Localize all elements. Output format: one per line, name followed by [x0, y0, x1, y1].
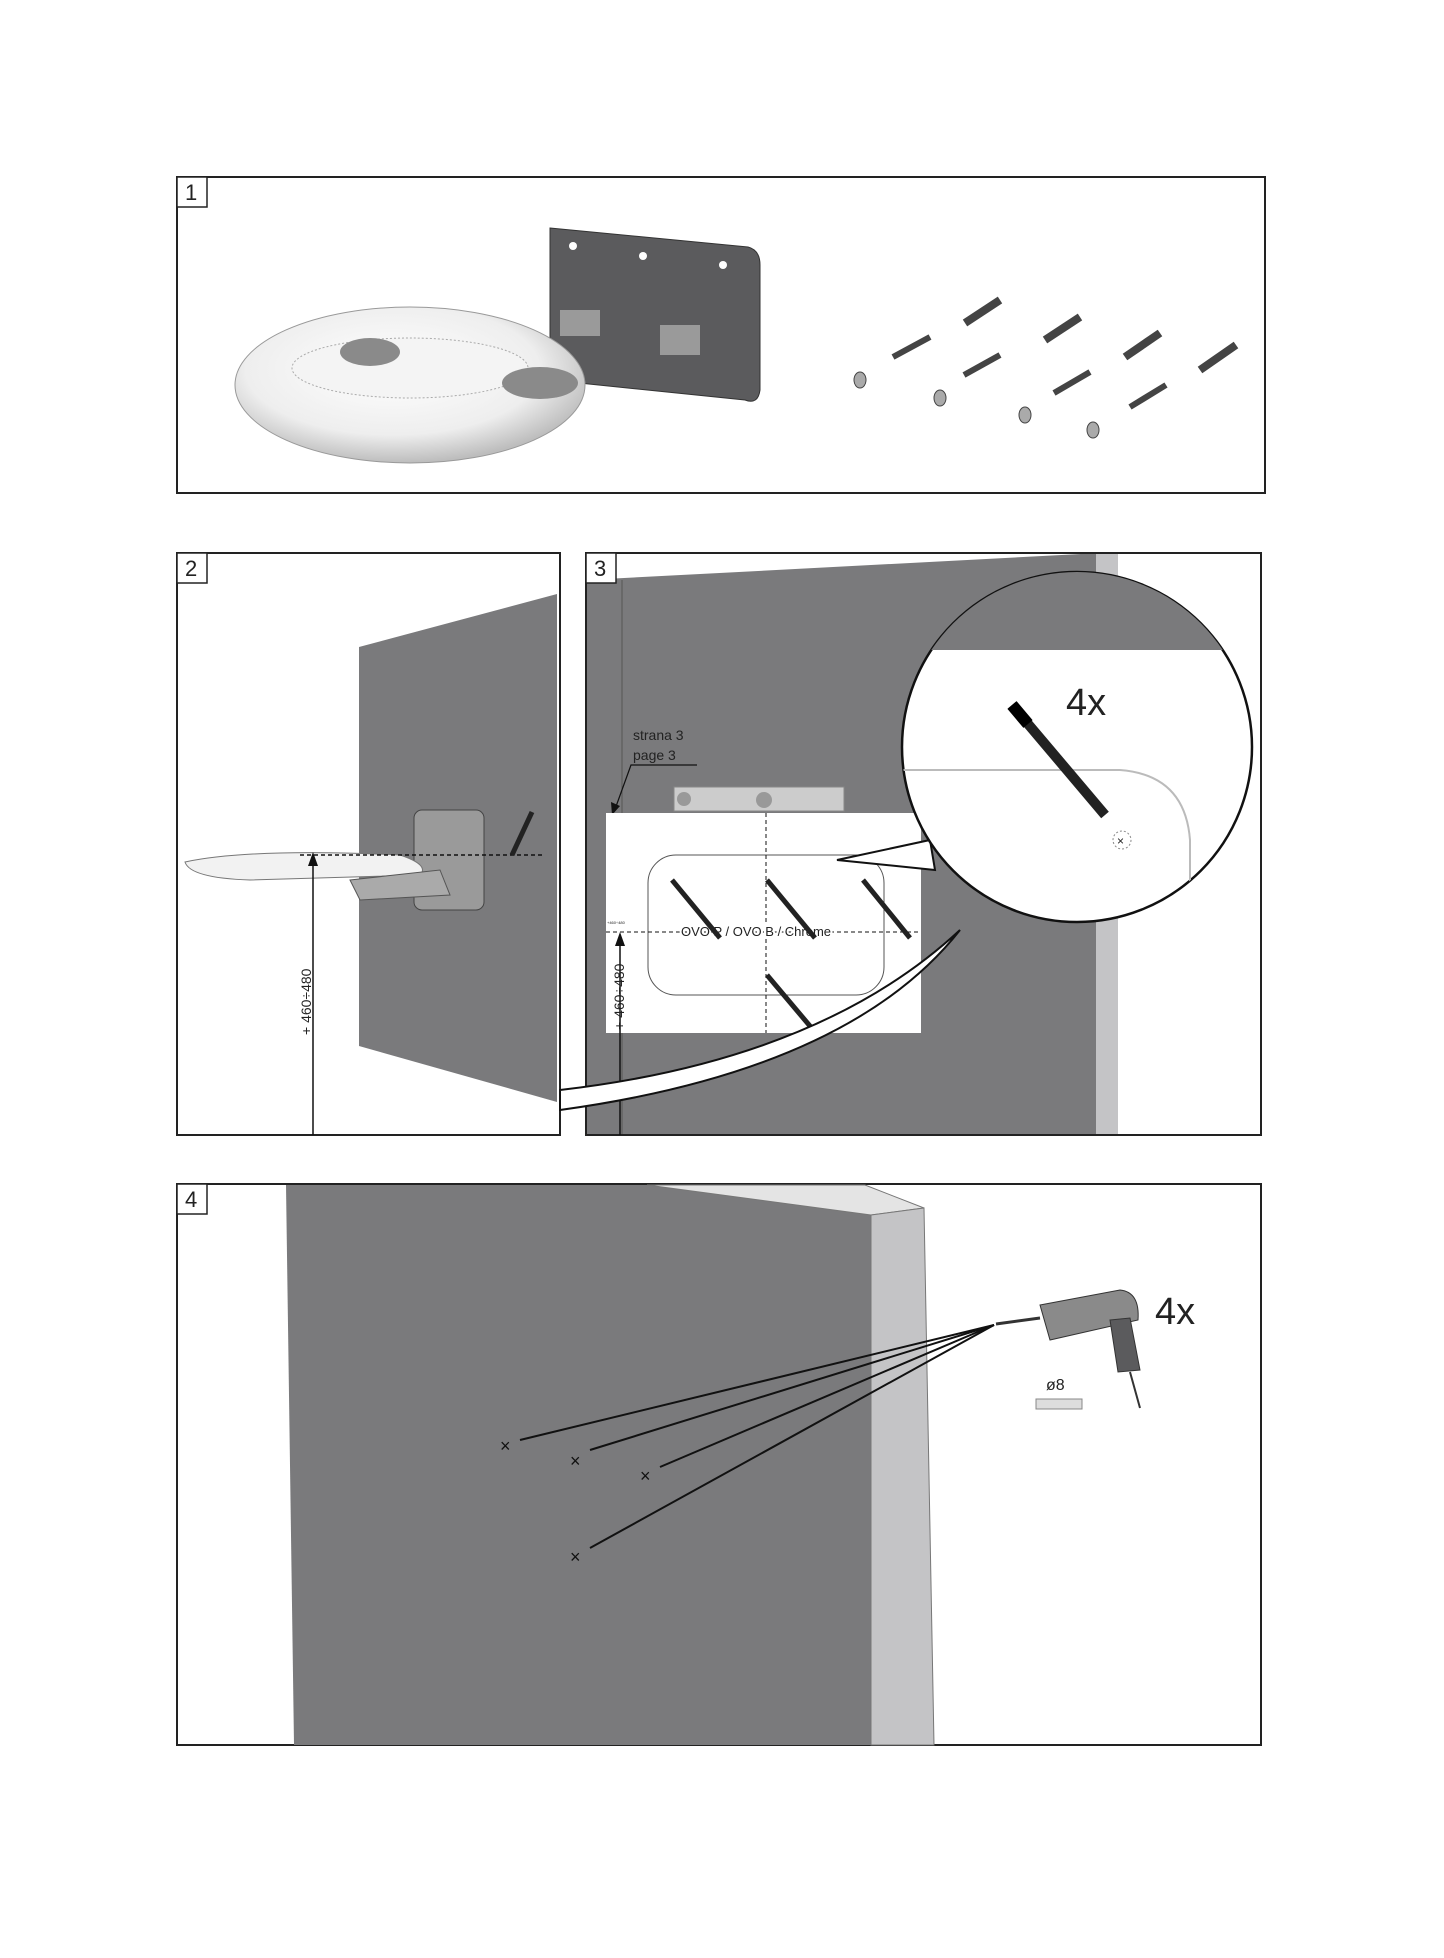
step-number: 3 — [594, 556, 606, 581]
svg-text:×: × — [500, 1436, 511, 1456]
reference-en: page 3 — [633, 747, 676, 763]
panel-3: 3 strana 3 page 3 OVO P / OVO B / Chrome… — [559, 552, 1262, 1136]
panel-4: 4 × × × × 4x ø8 — [176, 1183, 1262, 1746]
svg-text:×: × — [640, 1466, 651, 1486]
screws-and-anchors — [853, 296, 1239, 439]
drill-icon — [995, 1289, 1141, 1409]
callout-swoosh — [559, 929, 961, 1112]
drill-lines — [519, 1324, 995, 1549]
svg-text:×: × — [570, 1451, 581, 1471]
count-label: 4x — [1155, 1291, 1195, 1333]
mark-icon — [1112, 830, 1132, 850]
svg-text:×: × — [570, 1547, 581, 1567]
height-dimension: + 460÷480 — [611, 963, 627, 1030]
mounting-template: OVO P / OVO B / Chrome +460÷480 + 460÷48… — [606, 813, 921, 1135]
drill-diameter: ø8 — [1046, 1377, 1065, 1394]
small-dimension: +460÷480 — [607, 920, 626, 925]
mark-icon: × × × × — [500, 1436, 651, 1567]
svg-text:×: × — [1117, 834, 1124, 848]
panel-2: 2 + 460÷480 — [176, 552, 561, 1136]
step-number: 2 — [185, 556, 197, 581]
panel-1: 1 — [176, 176, 1266, 494]
pencil-icon — [670, 878, 912, 1034]
height-dimension: + 460÷480 — [298, 968, 314, 1035]
step-number-box — [176, 552, 208, 584]
step-number-box — [176, 176, 208, 208]
step-number: 4 — [185, 1187, 197, 1212]
step-number: 1 — [185, 180, 197, 205]
reference-cs: strana 3 — [633, 727, 684, 743]
count-label: 4x — [1066, 682, 1106, 724]
wall-anchor-icon — [1035, 1398, 1083, 1410]
step-number-box — [176, 1183, 208, 1215]
shower-seat — [234, 306, 586, 464]
wall-bracket — [549, 227, 761, 402]
step-number-box — [585, 552, 617, 584]
wall — [286, 1185, 871, 1745]
shower-seat — [184, 852, 423, 881]
